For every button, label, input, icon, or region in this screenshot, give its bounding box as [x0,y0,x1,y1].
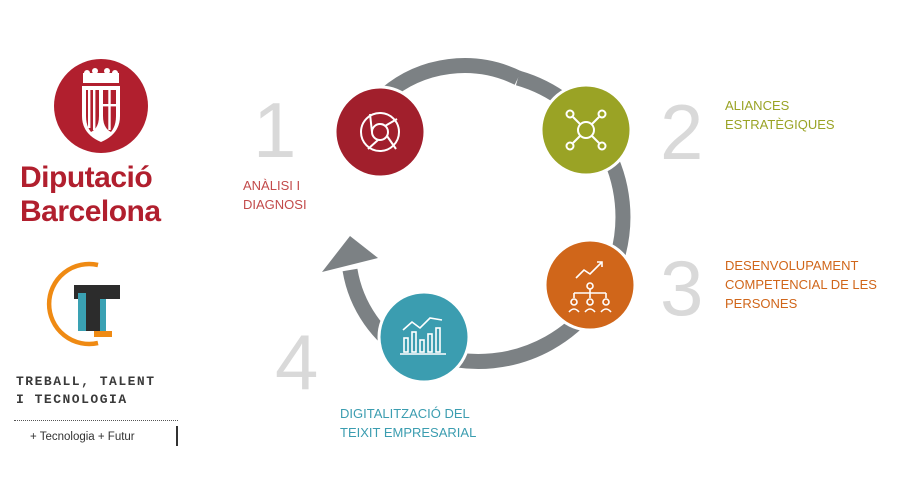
step-2-number: 2 [660,88,704,176]
tagline-bar [176,426,178,446]
step-2-label-line2: ESTRATÈGIQUES [725,117,835,132]
step-3-circle [543,238,637,332]
program-name-line1: TREBALL, TALENT [16,374,156,389]
step-1-label: ANÀLISI I DIAGNOSI [243,176,307,214]
step-2-label: ALIANCES ESTRATÈGIQUES [725,96,835,134]
step-4-number: 4 [275,318,319,406]
step-3-label-line2: COMPETENCIAL DE LES [725,277,877,292]
step-3-label-line3: PERSONES [725,296,798,311]
step-1-circle [333,85,427,179]
step-1-label-line1: ANÀLISI I [243,178,301,193]
aperture-icon [360,112,400,152]
step-1-number: 1 [253,86,297,174]
step-3-number: 3 [660,244,704,332]
ttt-logo: TREBALL, TALENT I TECNOLOGIA + Tecnologi… [14,255,184,455]
step-4-label: DIGITALITZACIÓ DEL TEIXIT EMPRESARIAL [340,404,476,442]
growth-team-icon [568,261,612,313]
step-3-label-line1: DESENVOLUPAMENT [725,258,859,273]
step-4-circle [377,290,471,384]
network-icon [565,109,607,151]
program-name-line2: I TECNOLOGIA [16,392,128,407]
step-4-label-line1: DIGITALITZACIÓ DEL [340,406,470,421]
step-2-label-line1: ALIANCES [725,98,790,113]
ttt-emblem-icon [46,261,120,347]
dotted-divider [14,420,178,421]
cycle-arrowhead [322,236,378,272]
brand-name-line1: Diputació [20,161,153,194]
step-3-label: DESENVOLUPAMENT COMPETENCIAL DE LES PERS… [725,256,877,313]
diputacio-logo: Diputació Barcelona [20,58,180,230]
step-1-label-line2: DIAGNOSI [243,197,307,212]
program-tagline: + Tecnologia + Futur [30,431,135,443]
step-4-label-line2: TEIXIT EMPRESARIAL [340,425,477,440]
step-2-circle [539,83,633,177]
cycle-ring-top [380,58,522,101]
brand-name-line2: Barcelona [20,195,161,228]
analytics-chart-icon [400,317,446,355]
diputacio-shield-icon [54,59,148,153]
